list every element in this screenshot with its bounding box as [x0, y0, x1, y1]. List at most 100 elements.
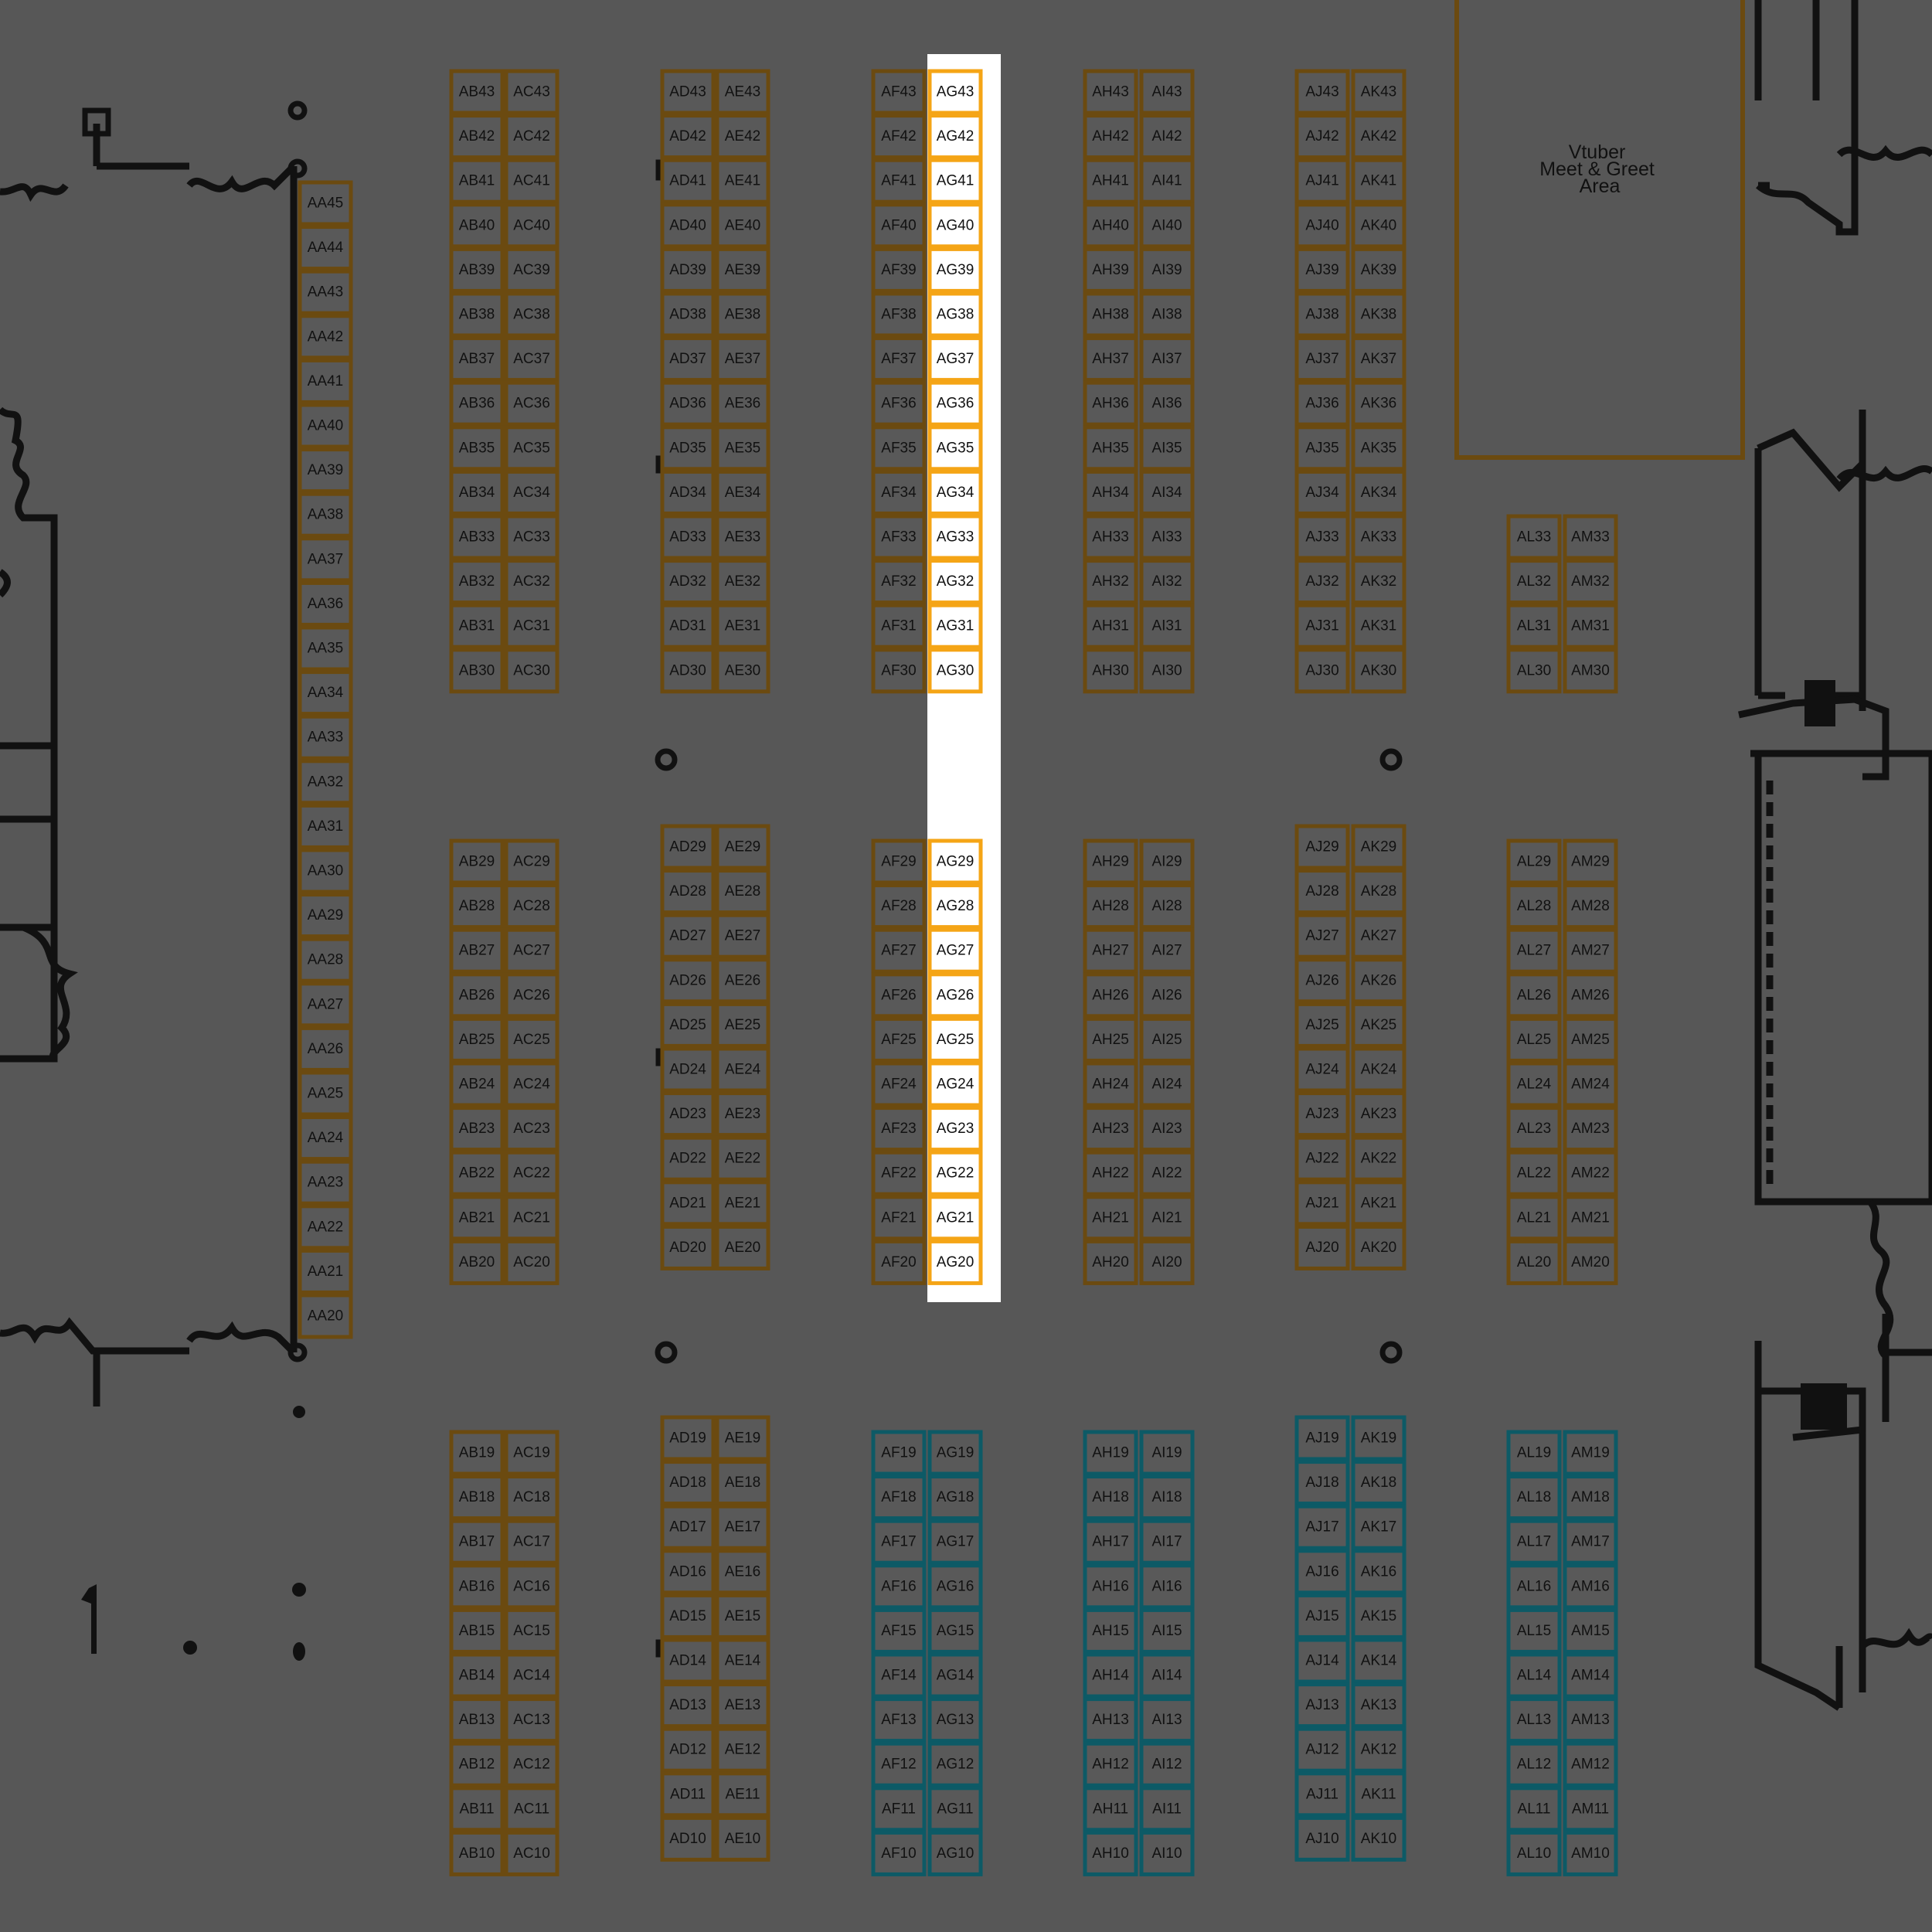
booth-ai12[interactable]: AI12 — [1139, 1741, 1195, 1787]
booth-ah31[interactable]: AH31 — [1083, 603, 1138, 649]
booth-af28[interactable]: AF28 — [871, 883, 927, 930]
booth-aj37[interactable]: AJ37 — [1294, 336, 1350, 383]
booth-aj14[interactable]: AJ14 — [1294, 1638, 1350, 1684]
booth-ac13[interactable]: AC13 — [504, 1697, 560, 1743]
booth-ah30[interactable]: AH30 — [1083, 648, 1138, 694]
booth-ah41[interactable]: AH41 — [1083, 158, 1138, 204]
booth-ab42[interactable]: AB42 — [449, 114, 505, 160]
booth-ad37[interactable]: AD37 — [660, 336, 716, 383]
booth-aa45[interactable]: AA45 — [298, 180, 353, 226]
booth-ab41[interactable]: AB41 — [449, 158, 505, 204]
booth-ai26[interactable]: AI26 — [1139, 972, 1195, 1019]
booth-ai10[interactable]: AI10 — [1139, 1830, 1195, 1876]
booth-af24[interactable]: AF24 — [871, 1061, 927, 1107]
booth-aa40[interactable]: AA40 — [298, 403, 353, 449]
booth-ag14[interactable]: AG14 — [927, 1652, 983, 1699]
booth-ae10[interactable]: AE10 — [715, 1815, 770, 1862]
booth-aj20[interactable]: AJ20 — [1294, 1224, 1350, 1270]
booth-ag16[interactable]: AG16 — [927, 1563, 983, 1610]
booth-af21[interactable]: AF21 — [871, 1195, 927, 1241]
booth-ag23[interactable]: AG23 — [927, 1106, 983, 1152]
booth-aj40[interactable]: AJ40 — [1294, 202, 1350, 249]
booth-ad29[interactable]: AD29 — [660, 824, 716, 870]
booth-aa27[interactable]: AA27 — [298, 981, 353, 1028]
booth-ai35[interactable]: AI35 — [1139, 425, 1195, 471]
booth-af43[interactable]: AF43 — [871, 69, 927, 115]
booth-ab13[interactable]: AB13 — [449, 1697, 505, 1743]
booth-ae36[interactable]: AE36 — [715, 380, 770, 427]
booth-ac29[interactable]: AC29 — [504, 838, 560, 885]
booth-ae11[interactable]: AE11 — [715, 1771, 770, 1818]
booth-ak33[interactable]: AK33 — [1351, 514, 1406, 560]
booth-aa43[interactable]: AA43 — [298, 269, 353, 315]
booth-am11[interactable]: AM11 — [1563, 1786, 1618, 1832]
booth-aj12[interactable]: AJ12 — [1294, 1726, 1350, 1773]
booth-aj25[interactable]: AJ25 — [1294, 1002, 1350, 1048]
booth-ac17[interactable]: AC17 — [504, 1519, 560, 1565]
booth-ah24[interactable]: AH24 — [1083, 1061, 1138, 1107]
booth-ah14[interactable]: AH14 — [1083, 1652, 1138, 1699]
booth-ac35[interactable]: AC35 — [504, 425, 560, 471]
booth-am32[interactable]: AM32 — [1563, 559, 1618, 605]
booth-ag35[interactable]: AG35 — [927, 425, 983, 471]
booth-ae16[interactable]: AE16 — [715, 1549, 770, 1595]
booth-aa35[interactable]: AA35 — [298, 625, 353, 672]
booth-al15[interactable]: AL15 — [1506, 1607, 1562, 1654]
booth-ad27[interactable]: AD27 — [660, 913, 716, 959]
booth-af36[interactable]: AF36 — [871, 380, 927, 427]
booth-ab10[interactable]: AB10 — [449, 1830, 505, 1876]
booth-al33[interactable]: AL33 — [1506, 514, 1562, 560]
booth-aj15[interactable]: AJ15 — [1294, 1593, 1350, 1639]
booth-ah34[interactable]: AH34 — [1083, 469, 1138, 515]
booth-ak25[interactable]: AK25 — [1351, 1002, 1406, 1048]
booth-ai13[interactable]: AI13 — [1139, 1697, 1195, 1743]
booth-ak17[interactable]: AK17 — [1351, 1504, 1406, 1550]
booth-aa41[interactable]: AA41 — [298, 358, 353, 404]
booth-aa37[interactable]: AA37 — [298, 536, 353, 583]
booth-ad42[interactable]: AD42 — [660, 114, 716, 160]
booth-am20[interactable]: AM20 — [1563, 1239, 1618, 1285]
booth-ad28[interactable]: AD28 — [660, 869, 716, 915]
booth-af37[interactable]: AF37 — [871, 336, 927, 383]
booth-ad36[interactable]: AD36 — [660, 380, 716, 427]
booth-am22[interactable]: AM22 — [1563, 1150, 1618, 1196]
booth-aj34[interactable]: AJ34 — [1294, 469, 1350, 515]
booth-ak19[interactable]: AK19 — [1351, 1415, 1406, 1461]
booth-al28[interactable]: AL28 — [1506, 883, 1562, 930]
booth-ad32[interactable]: AD32 — [660, 559, 716, 605]
booth-ae34[interactable]: AE34 — [715, 469, 770, 515]
booth-aj23[interactable]: AJ23 — [1294, 1091, 1350, 1138]
booth-ac34[interactable]: AC34 — [504, 469, 560, 515]
booth-ak12[interactable]: AK12 — [1351, 1726, 1406, 1773]
booth-ab25[interactable]: AB25 — [449, 1016, 505, 1063]
booth-ag31[interactable]: AG31 — [927, 603, 983, 649]
booth-ac22[interactable]: AC22 — [504, 1150, 560, 1196]
booth-aj26[interactable]: AJ26 — [1294, 957, 1350, 1004]
booth-ad20[interactable]: AD20 — [660, 1224, 716, 1270]
booth-ad40[interactable]: AD40 — [660, 202, 716, 249]
booth-aa30[interactable]: AA30 — [298, 848, 353, 894]
booth-af27[interactable]: AF27 — [871, 927, 927, 974]
booth-ab24[interactable]: AB24 — [449, 1061, 505, 1107]
booth-al11[interactable]: AL11 — [1506, 1786, 1562, 1832]
booth-ak16[interactable]: AK16 — [1351, 1549, 1406, 1595]
booth-ae31[interactable]: AE31 — [715, 603, 770, 649]
booth-ad12[interactable]: AD12 — [660, 1726, 716, 1773]
booth-aj33[interactable]: AJ33 — [1294, 514, 1350, 560]
booth-ae43[interactable]: AE43 — [715, 69, 770, 115]
booth-ak11[interactable]: AK11 — [1351, 1771, 1406, 1818]
booth-ac11[interactable]: AC11 — [504, 1786, 560, 1832]
booth-ai19[interactable]: AI19 — [1139, 1430, 1195, 1476]
booth-ae26[interactable]: AE26 — [715, 957, 770, 1004]
booth-ak40[interactable]: AK40 — [1351, 202, 1406, 249]
booth-ag33[interactable]: AG33 — [927, 514, 983, 560]
booth-ak29[interactable]: AK29 — [1351, 824, 1406, 870]
booth-aa26[interactable]: AA26 — [298, 1026, 353, 1072]
booth-ak39[interactable]: AK39 — [1351, 247, 1406, 293]
booth-af11[interactable]: AF11 — [871, 1786, 927, 1832]
booth-ae22[interactable]: AE22 — [715, 1135, 770, 1182]
booth-aj16[interactable]: AJ16 — [1294, 1549, 1350, 1595]
booth-aj39[interactable]: AJ39 — [1294, 247, 1350, 293]
booth-ai39[interactable]: AI39 — [1139, 247, 1195, 293]
booth-ak27[interactable]: AK27 — [1351, 913, 1406, 959]
